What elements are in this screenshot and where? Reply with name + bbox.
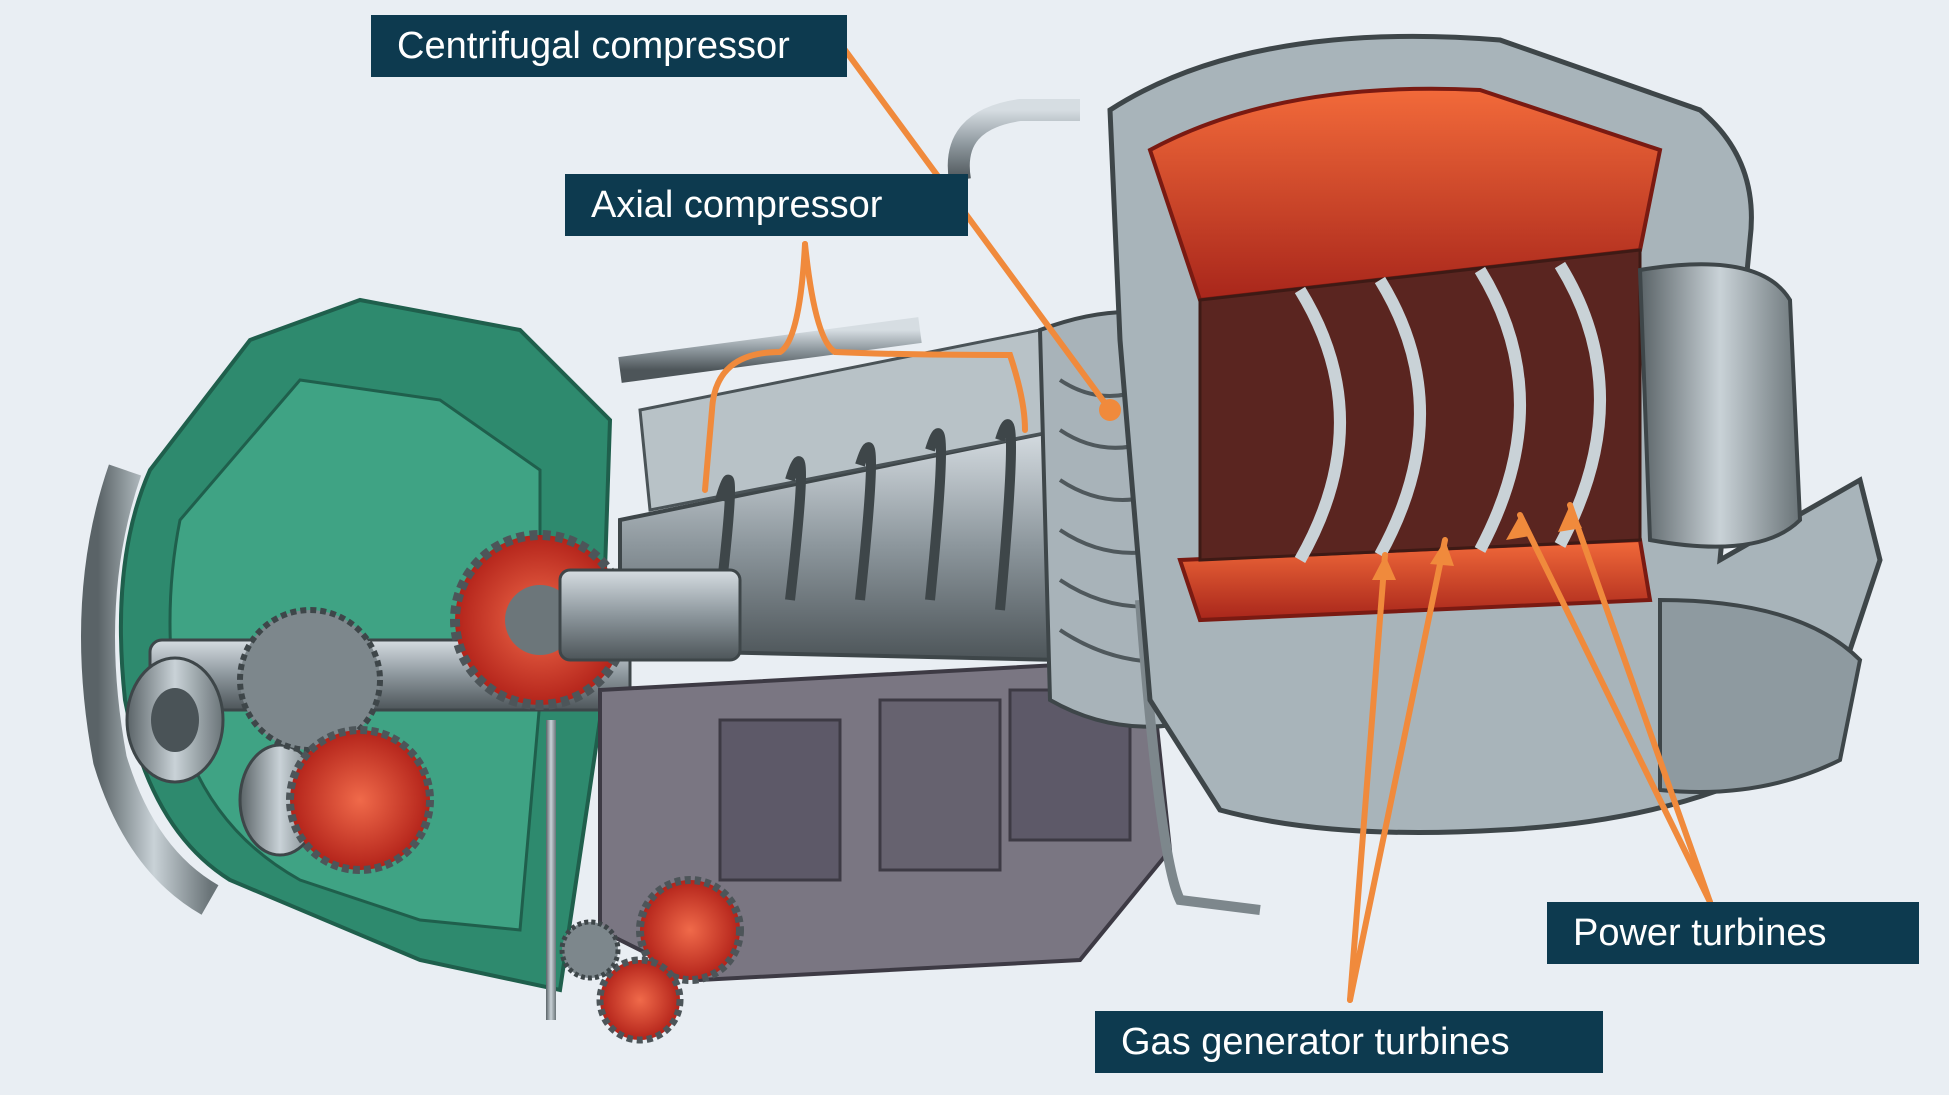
label-gas-generator-turbines: Gas generator turbines: [1095, 1011, 1603, 1073]
label-centrifugal-compressor: Centrifugal compressor: [371, 15, 847, 77]
leader-lines: [702, 47, 1713, 1003]
label-power-turbines: Power turbines: [1547, 902, 1919, 964]
leader-centrifugal: [842, 47, 1113, 413]
leader-arrowheads: [1099, 399, 1582, 580]
leader-gasgen-2: [1347, 537, 1448, 1003]
leader-axial-bracket-left: [702, 241, 808, 493]
axial-compressor-section: [558, 328, 1062, 663]
leader-power-1: [1517, 512, 1713, 905]
label-axial-compressor: Axial compressor: [565, 174, 968, 236]
leader-axial-bracket-right: [802, 241, 1028, 433]
leader-gasgen-1: [1347, 552, 1388, 1003]
leader-power-2: [1567, 502, 1713, 905]
combustor-turbine-housing: [1107, 33, 1883, 835]
accessory-gearbox: [546, 657, 1173, 1044]
